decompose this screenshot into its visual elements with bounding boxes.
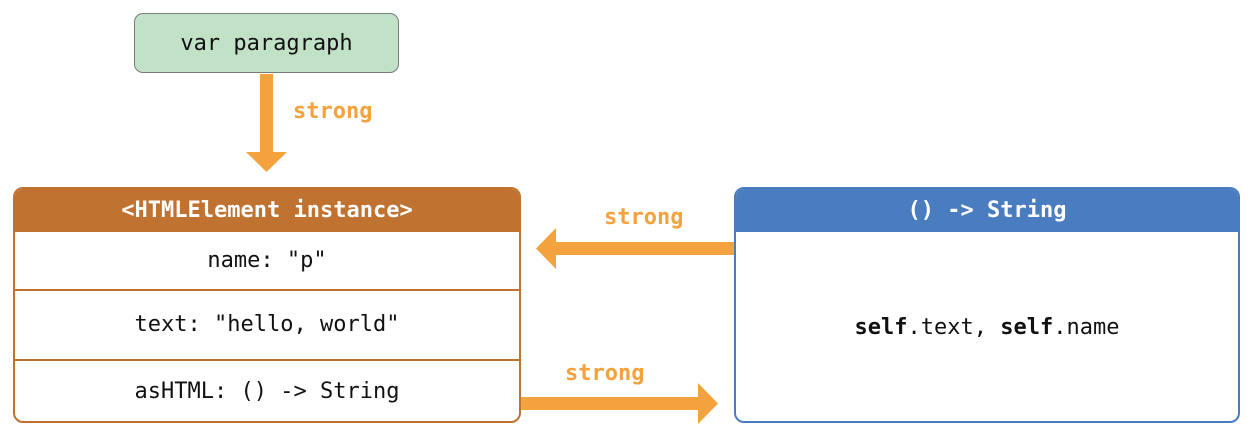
closure-header: () -> String bbox=[736, 189, 1238, 232]
closure-body: self.text, self.name bbox=[736, 232, 1238, 421]
instance-divider bbox=[15, 359, 519, 361]
var-paragraph-label: var paragraph bbox=[180, 30, 353, 56]
instance-row-name: name: "p" bbox=[207, 248, 327, 273]
arrow-var-to-instance bbox=[246, 74, 287, 172]
instance-row-ashtml: asHTML: () -> String bbox=[134, 379, 400, 404]
html-element-instance-box: <HTMLElement instance> name: "p" text: "… bbox=[13, 187, 521, 423]
self-keyword: self bbox=[854, 315, 908, 340]
var-paragraph-box: var paragraph bbox=[134, 13, 399, 73]
strong-label-closure-to-instance: strong bbox=[604, 205, 684, 230]
strong-label-instance-to-closure: strong bbox=[565, 361, 645, 386]
closure-name-part: .name bbox=[1053, 315, 1120, 340]
closure-text-part: .text, bbox=[907, 315, 1001, 340]
instance-row-text: text: "hello, world" bbox=[134, 312, 400, 337]
closure-box: () -> String self.text, self.name bbox=[734, 187, 1240, 423]
self-keyword: self bbox=[1000, 315, 1054, 340]
arrow-closure-to-instance bbox=[536, 228, 734, 269]
instance-divider bbox=[15, 289, 519, 291]
instance-header: <HTMLElement instance> bbox=[15, 189, 519, 232]
arrow-instance-to-closure bbox=[521, 383, 718, 424]
strong-label-var-to-instance: strong bbox=[293, 99, 373, 124]
